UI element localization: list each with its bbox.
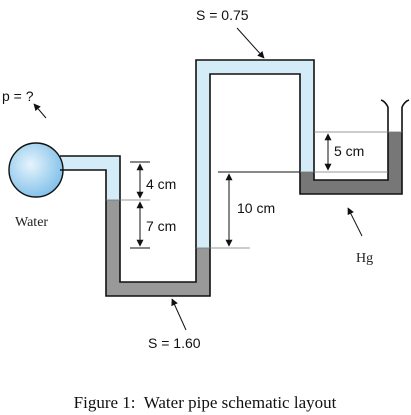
label-s-top: S = 0.75	[196, 7, 249, 23]
label-pressure: p = ?	[2, 88, 34, 104]
label-4cm: 4 cm	[146, 176, 176, 192]
label-water: Water	[15, 215, 48, 230]
water-bulb	[8, 142, 64, 198]
leader-arrows	[33, 27, 363, 331]
figure-caption: Figure 1: Water pipe schematic layout	[74, 393, 337, 412]
mercury-reservoir	[300, 132, 402, 194]
label-mercury: Hg	[356, 251, 373, 266]
label-5cm: 5 cm	[334, 143, 364, 159]
label-7cm: 7 cm	[146, 218, 176, 234]
fluid-light	[196, 60, 314, 248]
label-10cm: 10 cm	[237, 200, 275, 216]
dimension-4cm	[130, 161, 150, 199]
level-guides	[106, 131, 402, 249]
dimension-10cm	[218, 171, 300, 247]
pipe-walls	[60, 59, 410, 297]
label-s-bottom: S = 1.60	[148, 335, 201, 351]
fluid-water	[60, 156, 120, 200]
dimension-7cm	[130, 201, 150, 249]
fluid-heavy	[106, 200, 210, 296]
